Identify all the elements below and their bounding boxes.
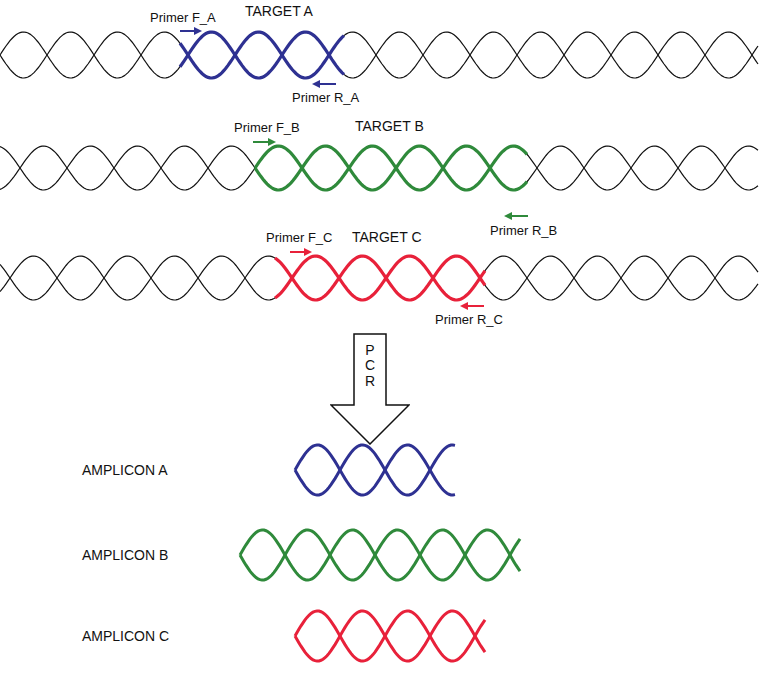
dna-helix — [0, 256, 758, 300]
target-segment — [180, 32, 344, 78]
amplicon-label: AMPLICON A — [82, 462, 168, 478]
dna-helix — [0, 32, 758, 78]
dna-helix — [0, 146, 758, 190]
amplicon-label: AMPLICON C — [82, 628, 169, 644]
primer-label: Primer R_A — [292, 91, 359, 106]
primer-arrow — [253, 141, 270, 143]
process-label: PCR — [363, 343, 377, 389]
target-segment — [255, 146, 527, 190]
primer-arrowhead — [268, 138, 276, 146]
primer-arrow — [290, 251, 306, 253]
primer-arrow — [466, 305, 484, 307]
arrow-shape — [331, 334, 409, 444]
amplicon-helix — [240, 530, 520, 580]
primer-label: Primer F_B — [234, 121, 300, 136]
primer-arrow — [318, 83, 336, 85]
primer-arrowhead — [504, 212, 512, 220]
amplicon-helix — [295, 611, 485, 661]
primer-arrowhead — [312, 80, 320, 88]
target-label: TARGET B — [355, 118, 424, 134]
dna-helix — [0, 32, 758, 78]
primer-label: Primer R_B — [490, 224, 557, 239]
primer-arrow — [510, 215, 528, 217]
primer-label: Primer F_A — [150, 11, 216, 26]
amplicon-helix — [295, 611, 485, 661]
amplicon-helix — [295, 445, 455, 495]
primer-arrowhead — [304, 248, 312, 256]
dna-helix — [0, 146, 758, 190]
target-segment — [275, 256, 485, 300]
dna-helix — [0, 256, 758, 300]
target-label: TARGET C — [352, 229, 422, 245]
target-segment — [255, 146, 527, 190]
primer-label: Primer R_C — [435, 313, 503, 328]
target-label: TARGET A — [245, 3, 313, 19]
amplicon-helix — [240, 530, 520, 580]
process-arrow: PCR — [330, 333, 410, 445]
primer-arrowhead — [194, 27, 202, 35]
target-segment — [180, 32, 344, 78]
primer-label: Primer F_C — [266, 231, 332, 246]
target-segment — [275, 256, 485, 300]
primer-arrowhead — [460, 302, 468, 310]
amplicon-helix — [295, 445, 455, 495]
primer-arrow — [180, 30, 196, 32]
amplicon-label: AMPLICON B — [82, 547, 168, 563]
